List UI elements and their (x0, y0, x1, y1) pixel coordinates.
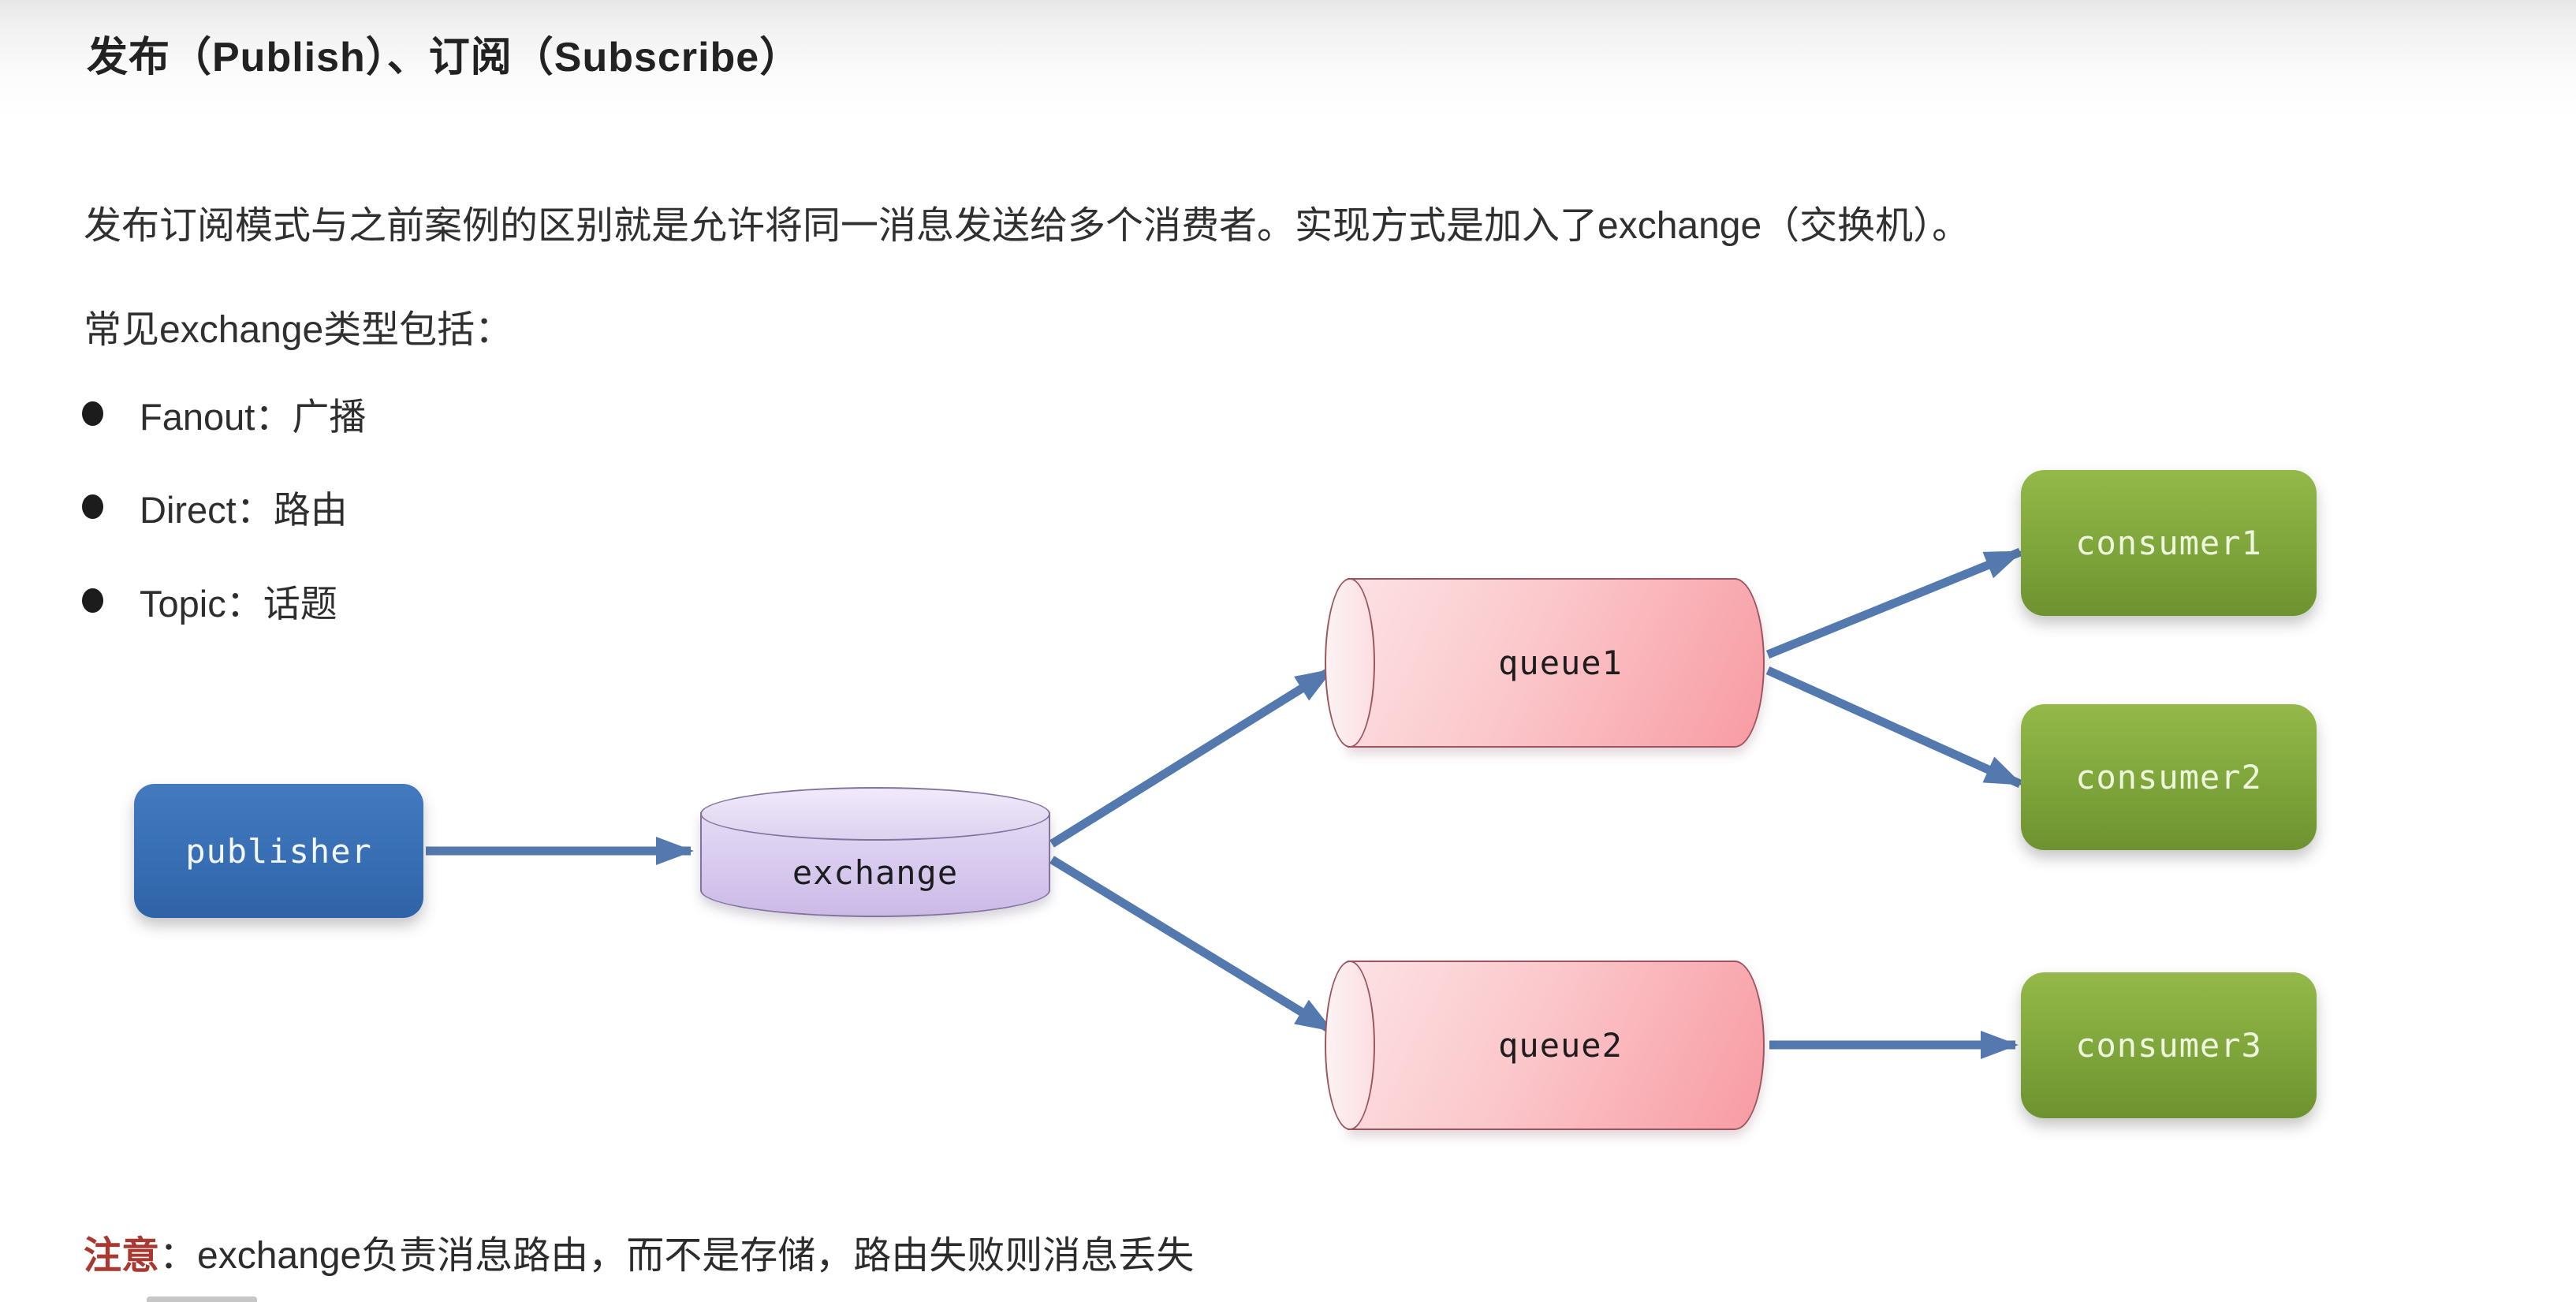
bullet-dot (82, 588, 103, 613)
bullet-label: Fanout：广播 (140, 395, 367, 438)
arrow-exchange-queue2 (1049, 856, 1334, 1034)
arrow-exchange-queue1 (1049, 666, 1334, 848)
queue1-label: queue1 (1498, 644, 1623, 682)
bullet-label: Topic：话题 (140, 582, 337, 625)
queue2-cylinder-cap (1325, 961, 1375, 1130)
queue2-cylinder-body (1348, 961, 1765, 1130)
consumer2-label: consumer2 (2075, 758, 2262, 796)
exchange-node: exchange (700, 787, 1050, 917)
note: 注意：exchange负责消息路由，而不是存储，路由失败则消息丢失 (84, 1224, 1194, 1279)
note-separator: ： (159, 1235, 198, 1277)
exchange-label: exchange (792, 853, 959, 892)
consumer1-node: consumer1 (2021, 470, 2317, 616)
page-title: 发布（Publish）、订阅（Subscribe） (87, 35, 802, 80)
consumer3-label: consumer3 (2075, 1026, 2262, 1065)
bullet-dot (82, 401, 103, 426)
bullet-dot (82, 494, 103, 519)
consumer3-node: consumer3 (2021, 972, 2317, 1118)
arrow-queue1-consumer1 (1765, 547, 2023, 659)
consumer1-label: consumer1 (2075, 524, 2262, 562)
exchange-types-heading: 常见exchange类型包括： (84, 309, 513, 351)
queue1-cylinder-body (1348, 578, 1765, 748)
bullet-item-topic: Topic：话题 (82, 576, 337, 625)
bullet-item-direct: Direct：路由 (82, 483, 348, 531)
publisher-node: publisher (134, 784, 423, 918)
arrow-queue1-consumer2 (1765, 666, 2023, 789)
note-label: 注意 (84, 1235, 160, 1277)
publisher-label: publisher (185, 831, 372, 871)
note-text: exchange负责消息路由，而不是存储，路由失败则消息丢失 (197, 1235, 1195, 1277)
bullet-item-fanout: Fanout：广播 (82, 390, 366, 438)
queue2-label: queue2 (1498, 1026, 1623, 1065)
intro-paragraph: 发布订阅模式与之前案例的区别就是允许将同一消息发送给多个消费者。实现方式是加入了… (84, 205, 1970, 247)
queue2-node: queue2 (1325, 961, 1765, 1130)
exchange-cylinder-top (700, 787, 1050, 841)
bullet-label: Direct：路由 (140, 488, 348, 531)
consumer2-node: consumer2 (2021, 704, 2317, 850)
cropped-element-fragment (147, 1296, 257, 1302)
queue1-node: queue1 (1325, 578, 1765, 748)
queue1-cylinder-cap (1325, 578, 1375, 748)
